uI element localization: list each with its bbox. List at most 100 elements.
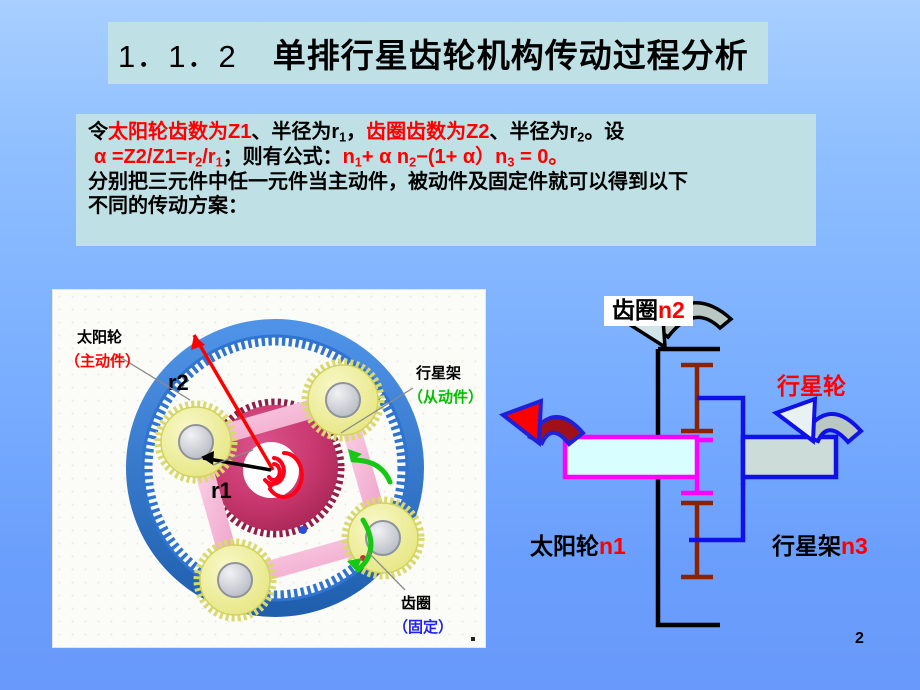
body-l1-seg6-sub: 2 [577, 130, 585, 145]
body-l1-seg3: 、半径为r [251, 121, 340, 143]
sun-arrow-body [527, 415, 586, 447]
carrier-upper-link [697, 395, 746, 445]
sun-gear-symbol [562, 434, 713, 496]
planet-gear-callout: 行星轮 [777, 373, 846, 399]
body-l1-seg4: ， [346, 121, 367, 143]
planetary-gear-figure: r2 r1 太阳轮 （主动件） 行星架 （从动件） [52, 289, 486, 648]
green-arrow-2-head [347, 558, 362, 571]
planet-2-teeth [301, 358, 385, 442]
body-line-2: α =Z2/Z1=r2/r1；则有公式：n1+ α n2−(1+ α）n3 = … [94, 146, 816, 170]
page-title: 单排行星齿轮机构传动过程分析 [272, 37, 749, 74]
formula-b-sub: 2 [409, 155, 417, 170]
r1-line [202, 456, 272, 472]
carrier-arrow-body [799, 412, 864, 445]
planet-1-hub [178, 424, 214, 460]
formula-b: + α n [361, 146, 410, 169]
spiral-outer [263, 456, 286, 486]
title-number: 1．1．2 [118, 38, 237, 74]
planet-2-hub [325, 382, 361, 418]
sun-leader-line [114, 353, 191, 401]
carrier-output-arrow [771, 396, 864, 445]
planet-1-teeth [154, 400, 238, 484]
sun-input-arrow [498, 398, 586, 447]
sun-input-shaft [562, 434, 700, 480]
carrier-symbol [689, 395, 839, 543]
radius-r1-arrow [201, 451, 272, 472]
carrier-arrow-head [771, 396, 818, 445]
body-l1-seg6: 、半径为r [489, 121, 578, 143]
planet-4-hub [217, 562, 253, 598]
sun-gear-callout-n: n1 [599, 533, 626, 559]
label-r1: r1 [211, 478, 232, 503]
ring-gear-group [126, 319, 424, 617]
carrier-callout-n: n3 [841, 533, 868, 559]
ring-leader-line [367, 551, 406, 591]
ring-gear-label: 齿圈 [401, 595, 431, 612]
slide-title-box: 1．1．2 单排行星齿轮机构传动过程分析 [108, 22, 768, 84]
body-l2-mid: ；则有公式： [222, 146, 343, 169]
sun-gear-role-label: （主动件） [65, 352, 140, 370]
sun-gear-callout-text: 太阳轮 [530, 533, 599, 559]
page-number: 2 [855, 630, 864, 647]
ring-gear-role-label: （固定） [393, 618, 453, 636]
alpha-slash: /r [202, 146, 216, 169]
gear-illustration-svg: r2 r1 太阳轮 （主动件） 行星架 （从动件） [65, 319, 483, 636]
body-l1-ring-teeth: 齿圈齿数为Z2 [366, 121, 490, 143]
body-l1-sun-teeth: 太阳轮齿数为Z1 [108, 121, 252, 143]
planet-4-teeth [193, 538, 277, 622]
ring-gear-rim [126, 319, 424, 617]
figure-corner-dot [471, 637, 475, 641]
body-line-3: 分别把三元件中任一元件当主动件，被动件及固定件就可以得到以下 [88, 171, 688, 194]
green-arrow-1-path [350, 457, 393, 485]
carrier-callout: 行星架n3 [772, 527, 868, 561]
radius-r2-arrow [191, 334, 275, 471]
sun-arrow-head [498, 398, 544, 447]
spiral-outer2 [268, 451, 304, 499]
spiral-arrowhead [266, 483, 275, 490]
ring-gear-line-lower [655, 349, 720, 628]
spiral-inner [267, 462, 282, 482]
sun-gear-label: 太阳轮 [77, 328, 122, 346]
label-r2: r2 [168, 370, 189, 395]
ring-gear-callout: 齿圈n2 [604, 296, 693, 327]
formula-c-sub: 3 [507, 155, 515, 170]
planet-3-teeth [341, 496, 425, 580]
carrier-callout-text: 行星架 [772, 533, 841, 559]
formula-d: = 0。 [514, 146, 569, 169]
alpha-sub-b: 1 [215, 155, 223, 170]
carrier-output-shaft [740, 434, 839, 480]
planet-3-hub [365, 520, 401, 556]
formula-c: −(1+ α）n [416, 146, 508, 169]
green-arrow-1-head [348, 449, 362, 462]
carrier-rotation-arrows [347, 449, 393, 573]
ring-gear-callout-text: 齿圈 [612, 297, 658, 323]
alpha-definition: α =Z2/Z1=r [94, 146, 196, 169]
planet-gear-2 [301, 358, 385, 442]
carrier-lower-link [689, 483, 746, 543]
sun-leader-line-2 [212, 449, 254, 466]
green-arrow-2-path [355, 517, 374, 573]
formula-a-sub: 1 [354, 155, 362, 170]
ring-gear-teeth [143, 336, 407, 600]
sun-gear-callout: 太阳轮n1 [530, 527, 626, 561]
carrier-label: 行星架 [415, 364, 461, 382]
body-text-box: 令太阳轮齿数为Z1、半径为r1，齿圈齿数为Z2、半径为r2。设 α =Z2/Z1… [76, 114, 816, 246]
formula-a: n [342, 146, 355, 169]
body-line-1: 令太阳轮齿数为Z1、半径为r1，齿圈齿数为Z2、半径为r2。设 [88, 121, 816, 145]
carrier-role-label: （从动件） [408, 388, 483, 406]
ring-gear-inner-edge [141, 334, 409, 602]
planet-gear-4 [193, 538, 277, 622]
r2-arrowhead [191, 335, 205, 350]
body-line-4: 不同的传动方案： [88, 195, 248, 218]
r1-arrowhead [201, 451, 214, 465]
body-l1-seg7: 。设 [584, 121, 625, 143]
alpha-sub-a: 2 [195, 155, 203, 170]
body-l1-seg3-sub: 1 [339, 130, 347, 145]
sun-marker-dot [299, 526, 307, 534]
sun-rotation-spiral [263, 451, 304, 499]
carrier-leader-line [340, 387, 414, 434]
gear-train-schematic [498, 301, 864, 628]
ring-gear-callout-n: n2 [658, 297, 685, 323]
body-l1-seg1: 令 [88, 121, 108, 143]
